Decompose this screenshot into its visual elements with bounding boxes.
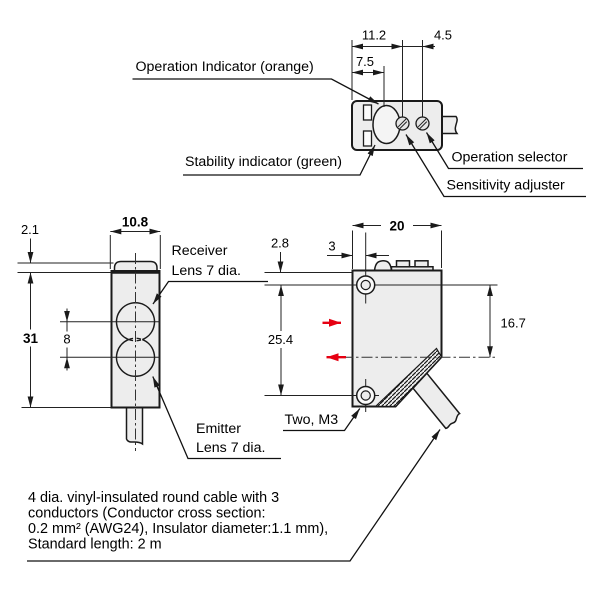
indicator-dome-side [373, 260, 393, 272]
dim-text-7-5: 7.5 [356, 54, 374, 69]
sensitivity-adjuster-leader [405, 134, 586, 198]
label-stability-indicator: Stability indicator (green) [183, 144, 376, 176]
cable-note-line4: Standard length: 2 m [28, 537, 162, 553]
dim-text-16-7: 16.7 [501, 316, 526, 331]
top-view: 11.2 4.5 7.5 Operation Indicator (orange… [132, 28, 586, 198]
housing-notch-2 [362, 130, 373, 147]
dim-2-1: 2.1 [17, 222, 114, 273]
dim-text-2-8: 2.8 [271, 236, 289, 251]
receiver-label-line2: Lens 7 dia. [172, 263, 241, 279]
emitter-label-line1: Emitter [196, 421, 241, 437]
emitter-label-line2: Lens 7 dia. [196, 440, 265, 456]
adjuster-knob-2 [414, 260, 429, 268]
operation-selector-leader [425, 132, 583, 170]
operation-selector-label: Operation selector [452, 150, 568, 166]
dim-31: 31 [21, 272, 111, 408]
cable-front [125, 406, 144, 446]
dim-text-3: 3 [328, 239, 335, 254]
sensitivity-adjuster-screw [415, 116, 430, 131]
label-receiver-lens: Receiver Lens 7 dia. [152, 243, 268, 305]
dim-text-31: 31 [23, 331, 39, 346]
cable-note-line1: 4 dia. vinyl-insulated round cable with … [28, 490, 279, 506]
sensitivity-adjuster-label: Sensitivity adjuster [447, 178, 566, 194]
emitter-leader [152, 376, 281, 460]
label-operation-indicator: Operation Indicator (orange) [132, 59, 379, 105]
cable-note-line2: conductors (Conductor cross section: [28, 506, 266, 522]
two-m3-label: Two, M3 [285, 412, 339, 428]
operation-indicator-label: Operation Indicator (orange) [136, 59, 314, 75]
cable-stub-top [441, 115, 459, 135]
cable-note: 4 dia. vinyl-insulated round cable with … [27, 429, 441, 562]
dim-25-4: 25.4 [262, 285, 299, 396]
dim-2-8: 2.8 [271, 236, 289, 273]
mounting-hole-top [355, 232, 376, 304]
cable-side [412, 372, 461, 430]
operation-indicator-leader [132, 78, 379, 105]
cable-note-leader [27, 429, 441, 562]
label-emitter-lens: Emitter Lens 7 dia. [152, 376, 281, 460]
side-view: 20 2.8 3 25.4 16.7 Two, M3 [262, 219, 526, 432]
dim-8: 8 [60, 308, 74, 371]
dim-16-7: 16.7 [487, 285, 526, 358]
dim-4-5: 4.5 [402, 28, 452, 117]
front-view: 10.8 2.1 31 8 Receiver Lens 7 dia. Emitt… [17, 215, 281, 460]
receiver-label-line1: Receiver [172, 243, 228, 259]
dim-7-5: 7.5 [352, 54, 385, 107]
operation-selector-screw [395, 116, 410, 131]
label-two-m3: Two, M3 [283, 408, 361, 432]
lens-cap [113, 260, 158, 272]
housing-notch-1 [362, 104, 373, 121]
label-sensitivity-adjuster: Sensitivity adjuster [405, 134, 586, 198]
dim-text-10-8: 10.8 [122, 215, 149, 230]
label-operation-selector: Operation selector [425, 132, 583, 170]
receiver-leader [152, 280, 268, 305]
dim-text-25-4: 25.4 [268, 332, 293, 347]
stability-indicator-label: Stability indicator (green) [185, 154, 342, 170]
two-m3-leader [283, 408, 361, 432]
adjuster-knob-1 [395, 260, 411, 268]
dim-text-2-1: 2.1 [21, 222, 39, 237]
stability-indicator-leader [183, 144, 376, 176]
dim-11-2: 11.2 [351, 28, 403, 117]
dim-text-4-5: 4.5 [434, 28, 452, 43]
dim-text-20: 20 [389, 219, 404, 234]
dim-text-8: 8 [63, 332, 70, 347]
mounting-hole-bottom [355, 379, 376, 412]
dim-text-11-2: 11.2 [362, 28, 386, 43]
cable-note-line3: 0.2 mm² (AWG24), Insulator diameter:1.1 … [28, 521, 328, 537]
dim-3: 3 [327, 239, 389, 269]
